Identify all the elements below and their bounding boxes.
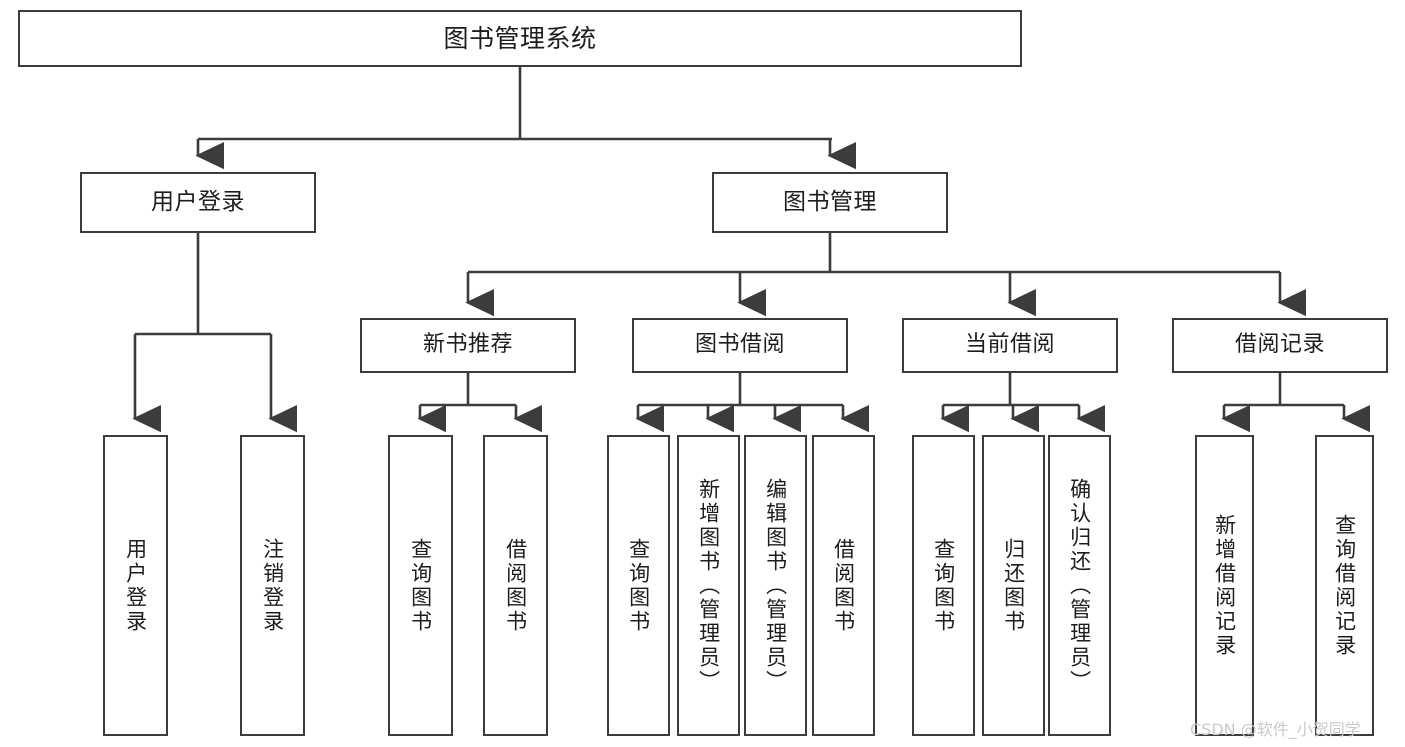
leaf-return-book[interactable]: 归还图书 bbox=[982, 435, 1045, 736]
leaf-query-book-borrow[interactable]: 查询图书 bbox=[607, 435, 670, 736]
leaf-label: 编辑图书（管理员） bbox=[763, 477, 788, 694]
csdn-watermark: CSDN @软件_小贺同学 bbox=[1190, 720, 1361, 739]
node-user-login-label: 用户登录 bbox=[151, 188, 245, 215]
leaf-logout-login[interactable]: 注销登录 bbox=[240, 435, 305, 736]
leaf-label: 归还图书 bbox=[1001, 537, 1026, 634]
node-book-borrow[interactable]: 图书借阅 bbox=[632, 318, 848, 373]
leaf-label: 注销登录 bbox=[260, 537, 285, 634]
leaf-label: 查询图书 bbox=[408, 537, 433, 634]
leaf-label: 查询图书 bbox=[626, 537, 651, 634]
leaf-label: 查询借阅记录 bbox=[1332, 513, 1357, 658]
node-new-book-recommend-label: 新书推荐 bbox=[422, 332, 513, 358]
leaf-query-book-newbook[interactable]: 查询图书 bbox=[388, 435, 453, 736]
node-current-borrow-label: 当前借阅 bbox=[964, 332, 1055, 358]
leaf-add-borrow-record[interactable]: 新增借阅记录 bbox=[1195, 435, 1254, 736]
node-root[interactable]: 图书管理系统 bbox=[18, 10, 1022, 67]
node-book-borrow-label: 图书借阅 bbox=[694, 332, 785, 358]
leaf-label: 确认归还（管理员） bbox=[1067, 477, 1092, 694]
node-borrow-record-label: 借阅记录 bbox=[1234, 332, 1325, 358]
leaf-label: 借阅图书 bbox=[831, 537, 856, 634]
leaf-edit-book-admin[interactable]: 编辑图书（管理员） bbox=[744, 435, 807, 736]
leaf-label: 新增借阅记录 bbox=[1212, 513, 1237, 658]
leaf-borrow-book-newbook[interactable]: 借阅图书 bbox=[483, 435, 548, 736]
leaf-query-book-current[interactable]: 查询图书 bbox=[912, 435, 975, 736]
node-book-management[interactable]: 图书管理 bbox=[712, 172, 948, 233]
leaf-borrow-book[interactable]: 借阅图书 bbox=[812, 435, 875, 736]
leaf-label: 新增图书（管理员） bbox=[696, 477, 721, 694]
leaf-query-borrow-record[interactable]: 查询借阅记录 bbox=[1315, 435, 1374, 736]
leaf-label: 用户登录 bbox=[123, 537, 148, 634]
node-borrow-record[interactable]: 借阅记录 bbox=[1172, 318, 1388, 373]
node-current-borrow[interactable]: 当前借阅 bbox=[902, 318, 1118, 373]
node-user-login[interactable]: 用户登录 bbox=[80, 172, 316, 233]
node-root-label: 图书管理系统 bbox=[443, 23, 597, 53]
leaf-confirm-return-admin[interactable]: 确认归还（管理员） bbox=[1048, 435, 1111, 736]
leaf-label: 查询图书 bbox=[931, 537, 956, 634]
leaf-add-book-admin[interactable]: 新增图书（管理员） bbox=[677, 435, 740, 736]
node-new-book-recommend[interactable]: 新书推荐 bbox=[360, 318, 576, 373]
leaf-user-login[interactable]: 用户登录 bbox=[103, 435, 168, 736]
leaf-label: 借阅图书 bbox=[503, 537, 528, 634]
node-book-management-label: 图书管理 bbox=[783, 188, 877, 215]
